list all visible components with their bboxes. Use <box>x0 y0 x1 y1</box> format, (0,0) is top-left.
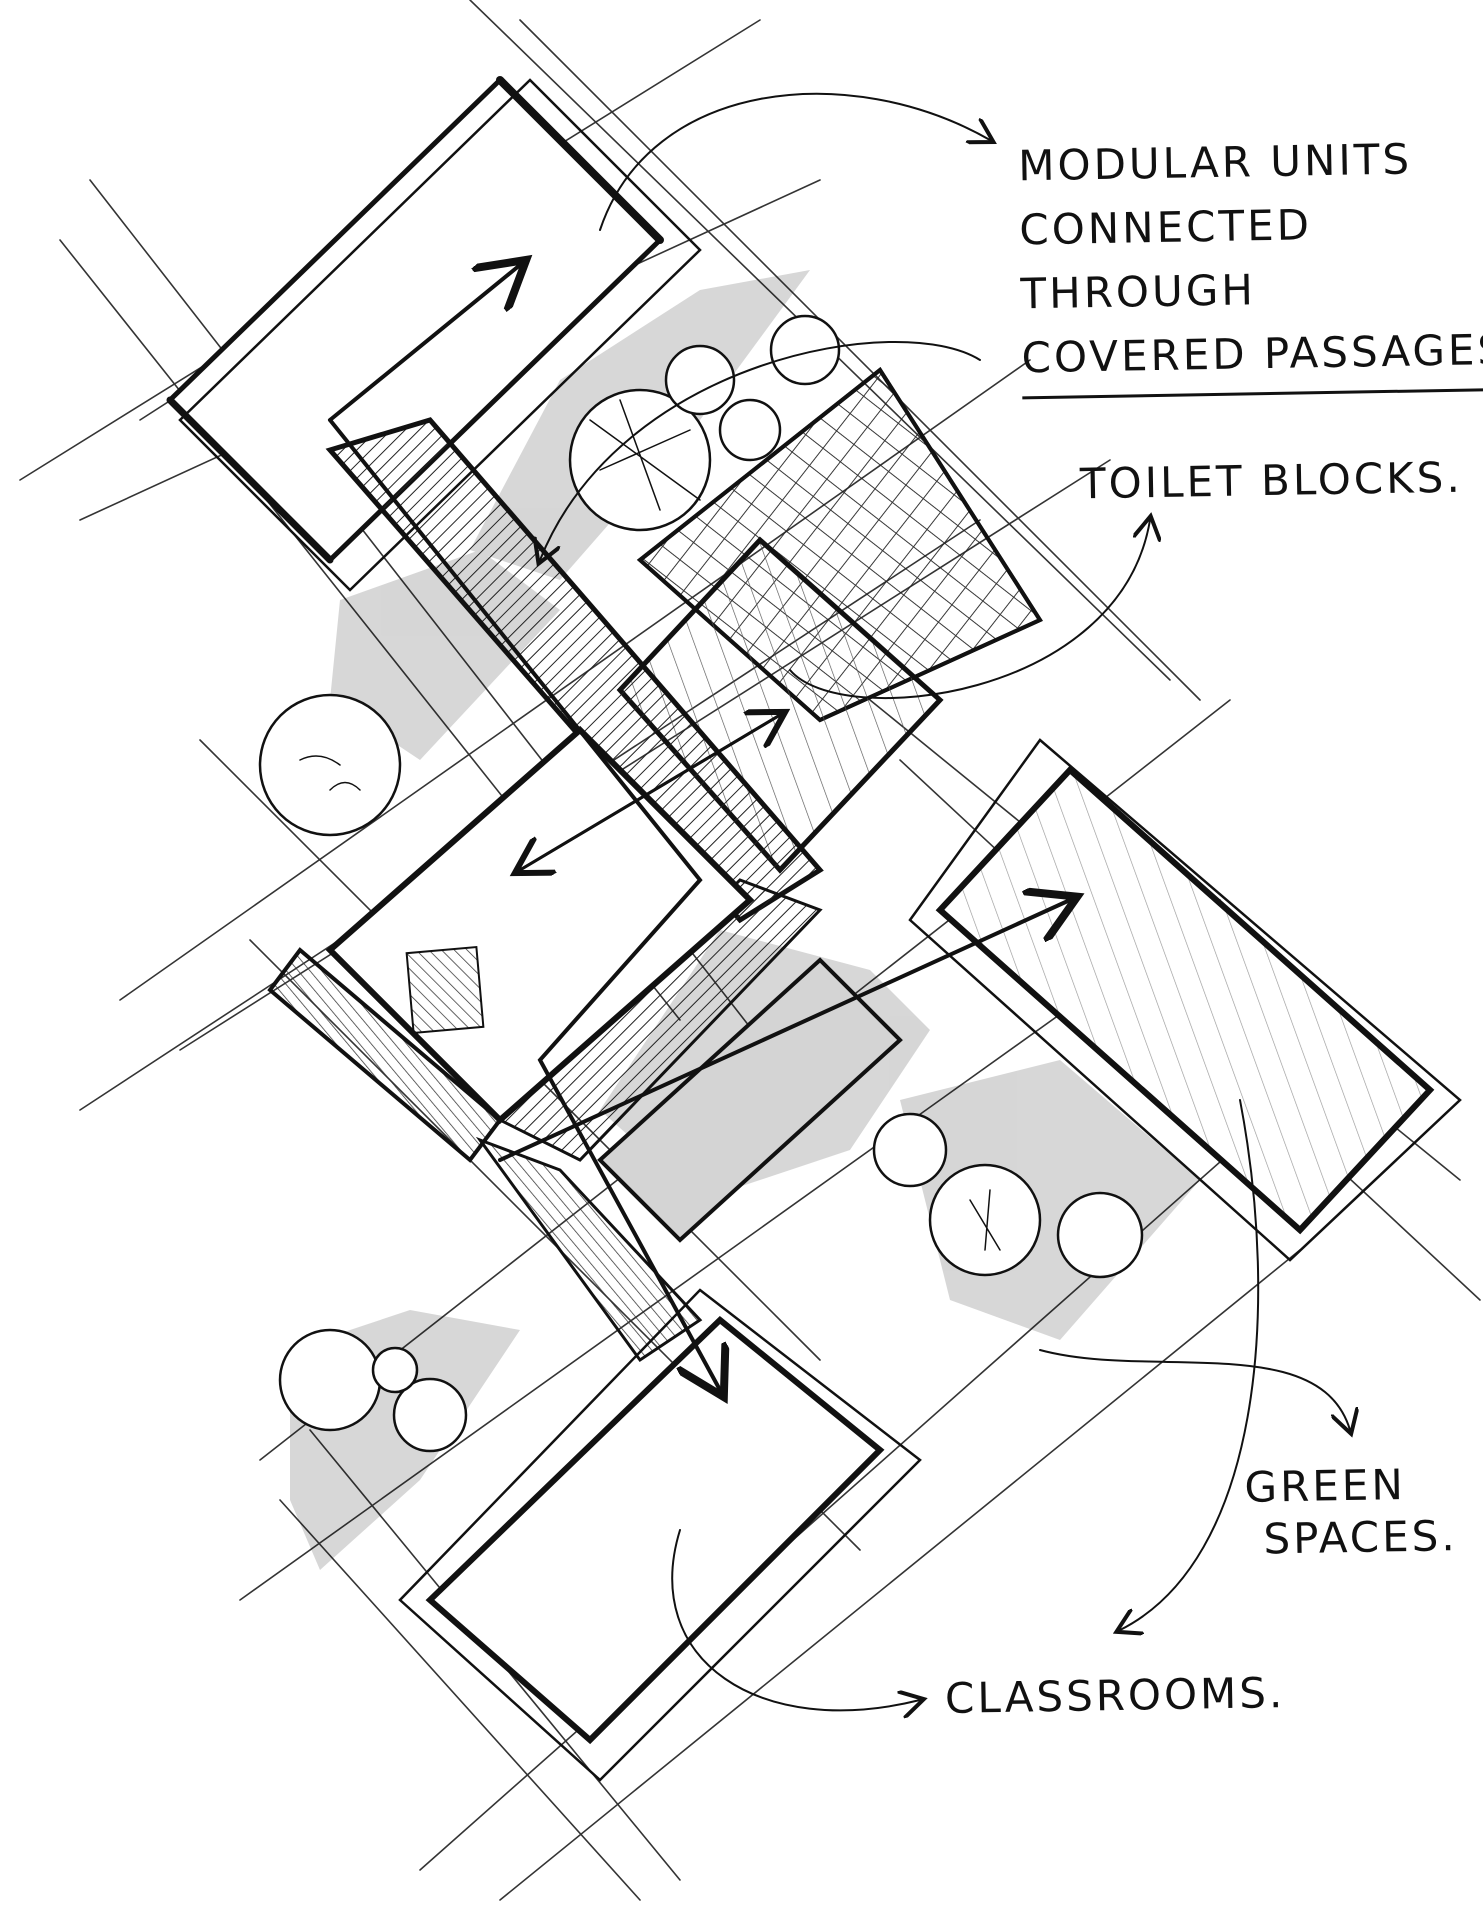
note-line-2: CONNECTED <box>1018 200 1313 255</box>
note-line-1: MODULAR UNITS <box>1017 134 1413 191</box>
annotation-leaders <box>540 92 1350 1711</box>
modular-units-note: MODULAR UNITS CONNECTED THROUGH COVERED … <box>1018 126 1483 400</box>
classroom-block-center <box>267 725 755 1163</box>
tree-left <box>258 693 402 837</box>
green-line-2: SPACES. <box>1263 1511 1459 1564</box>
covered-passage <box>325 417 824 1363</box>
classroom-block-bottom <box>398 1288 922 1782</box>
tree-cluster-top <box>568 314 841 532</box>
note-line-3: THROUGH <box>1020 265 1257 319</box>
green-line-1: GREEN <box>1244 1460 1407 1512</box>
circulation-arrows <box>328 265 1070 1390</box>
tree-cluster-bottom-left <box>278 1328 468 1453</box>
green-spaces-label: GREEN SPACES. <box>1244 1458 1458 1566</box>
classroom-block-top <box>166 76 702 592</box>
toilet-blocks-label: TOILET BLOCKS. <box>1079 452 1464 509</box>
classrooms-label: CLASSROOMS. <box>944 1668 1286 1723</box>
note-line-4: COVERED PASSAGES. <box>1021 317 1483 400</box>
classroom-block-right <box>908 738 1462 1262</box>
central-court <box>597 957 903 1243</box>
tree-cluster-right <box>872 1112 1144 1279</box>
